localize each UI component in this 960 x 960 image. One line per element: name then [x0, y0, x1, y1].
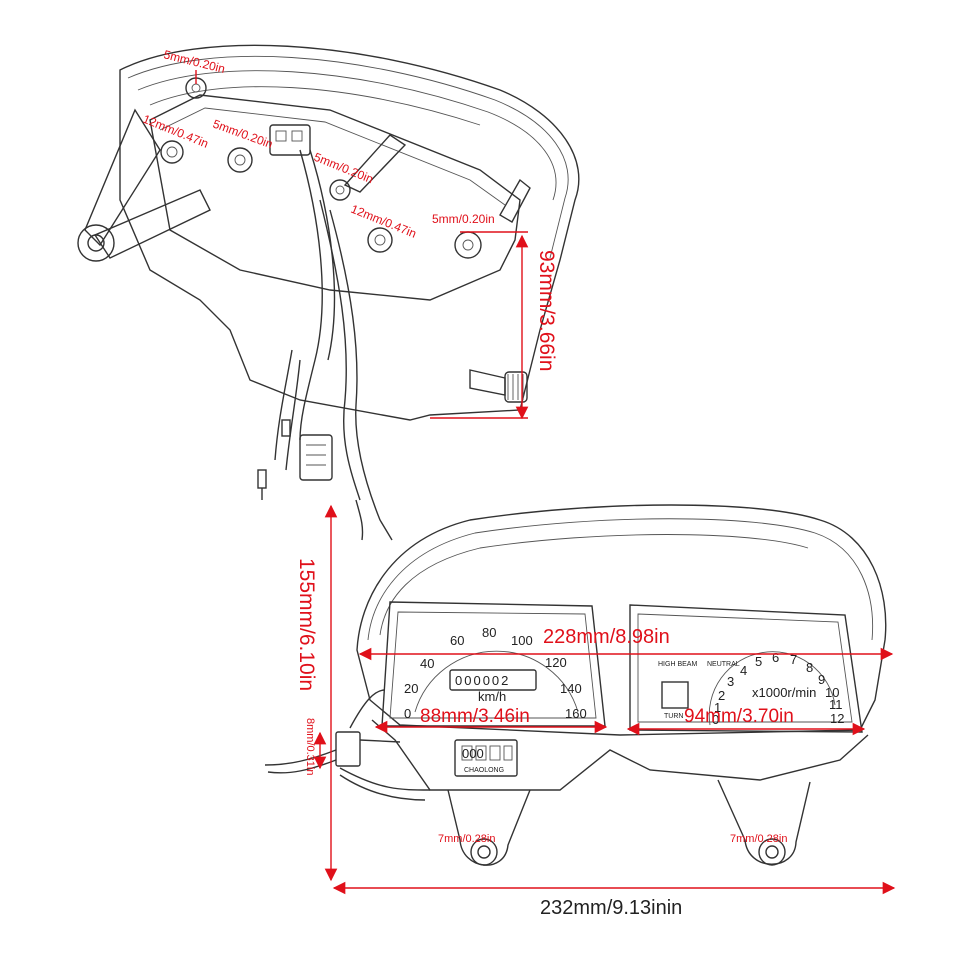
dim-tacho-width: 94mm/3.70in — [684, 706, 794, 727]
dim-connector: 8mm/0.31in — [304, 718, 316, 775]
odometer-digits: 000002 — [455, 673, 510, 688]
speed-scale-0: 0 — [404, 706, 411, 721]
dim-speedo-width: 88mm/3.46in — [420, 706, 530, 727]
speed-scale-60: 60 — [450, 633, 464, 648]
dim-mount-left: 7mm/0.28in — [438, 833, 495, 845]
dim-bottom-width: 232mm/9.13inin — [540, 897, 682, 919]
tach-unit: x1000r/min — [752, 685, 816, 700]
tach-scale-11: 11 — [829, 697, 843, 712]
speed-scale-160: 160 — [565, 706, 587, 721]
dim-bolt-b: 12mm/0.47in — [141, 112, 211, 151]
speed-scale-20: 20 — [404, 681, 418, 696]
stud-icon — [160, 77, 482, 259]
dim-mount-right: 7mm/0.28in — [730, 833, 787, 845]
dim-rear-height: 93mm/3.66in — [535, 250, 558, 371]
speed-unit: km/h — [478, 689, 506, 704]
front-view-dimensions: 155mm/6.10in 228mm/8.98in 88mm/3.46in 94… — [295, 504, 896, 919]
tach-scale-4: 4 — [740, 663, 747, 678]
speed-scale-140: 140 — [560, 681, 582, 696]
tachometer: HIGH BEAM NEUTRAL TURN 0 1 2 3 4 5 6 7 8… — [658, 650, 844, 727]
dim-bolt-c: 5mm/0.20in — [211, 117, 275, 152]
rear-view-dimensions: 5mm/0.20in 12mm/0.47in 5mm/0.20in 5mm/0.… — [141, 47, 558, 420]
turn-label: TURN — [664, 713, 683, 720]
neutral-label: NEUTRAL — [707, 661, 740, 668]
trip-digits: 000 — [462, 746, 484, 761]
dim-bolt-a: 5mm/0.20in — [162, 47, 226, 76]
tach-scale-0: 0 — [712, 712, 719, 727]
tach-scale-5: 5 — [755, 654, 762, 669]
speed-scale-100: 100 — [511, 633, 533, 648]
tach-scale-12: 12 — [830, 711, 844, 726]
speed-scale-120: 120 — [545, 655, 567, 670]
tach-scale-2: 2 — [718, 688, 725, 703]
tach-scale-3: 3 — [727, 674, 734, 689]
tach-scale-10: 10 — [825, 685, 839, 700]
dim-bolt-f: 5mm/0.20in — [432, 212, 495, 226]
dim-front-height: 155mm/6.10in — [295, 558, 318, 691]
rear-view-sketch — [77, 44, 580, 541]
brand-label: CHAOLONG — [464, 767, 504, 774]
dim-bolt-e: 12mm/0.47in — [349, 202, 419, 241]
speed-scale-40: 40 — [420, 656, 434, 671]
tach-scale-6: 6 — [772, 650, 779, 665]
tach-scale-1: 1 — [714, 700, 721, 715]
high-beam-label: HIGH BEAM — [658, 661, 697, 668]
speed-scale-80: 80 — [482, 625, 496, 640]
tach-scale-8: 8 — [806, 660, 813, 675]
dim-total-width: 228mm/8.98in — [543, 626, 670, 648]
tach-scale-9: 9 — [818, 672, 825, 687]
